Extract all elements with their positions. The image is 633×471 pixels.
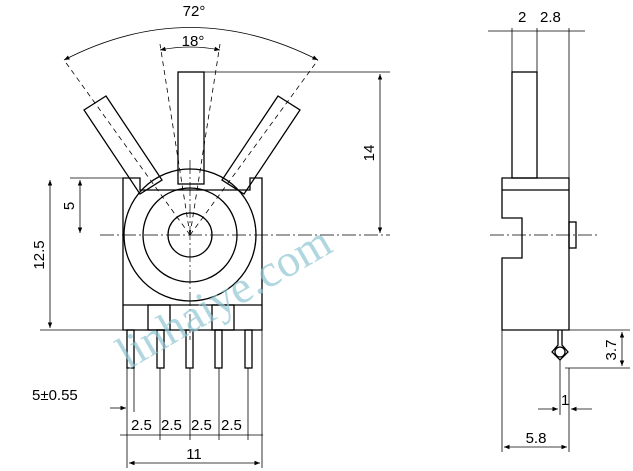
pitch-label-3: 2.5: [191, 417, 212, 434]
dim-5-055-label: 5±0.55: [32, 387, 78, 404]
side-body-outline: [501, 177, 570, 331]
angle-18-label: 18°: [182, 33, 205, 50]
shaft-center: [177, 71, 205, 185]
front-view: 14 5 12.5 5±0.55 2.5 2.5 2.5 2.5 11 72° …: [31, 3, 390, 468]
pitch-label-4: 2.5: [221, 417, 242, 434]
pin-4: [214, 329, 223, 369]
dim-2-8-label: 2.8: [540, 9, 561, 26]
pitch-label-2: 2.5: [161, 417, 182, 434]
dim-1-label: 1: [561, 392, 569, 409]
shaft-right: [221, 95, 301, 195]
dim-3-7-label: 3.7: [603, 340, 620, 361]
pitch-label-1: 2.5: [131, 417, 152, 434]
pin-1: [126, 329, 135, 369]
side-lead-hole: [554, 346, 566, 358]
dim-11-label: 11: [186, 446, 202, 463]
pins: [126, 329, 253, 369]
pin-5: [244, 329, 253, 369]
dim-5-label: 5: [61, 202, 78, 210]
side-view: 2 2.8 3.7 1 5.8: [488, 9, 630, 452]
angle-line-right: [189, 59, 319, 236]
lug-right: [211, 304, 235, 331]
angle-72-label: 72°: [183, 3, 206, 20]
angle-72-arc: [63, 27, 319, 61]
pin-2: [156, 329, 165, 369]
pin-3: [185, 329, 194, 369]
angle-18-arc: [159, 46, 221, 52]
dim-2-label: 2: [518, 9, 526, 26]
dim-5-8-label: 5.8: [526, 430, 547, 447]
watermark-text: linhaiye.com: [108, 215, 341, 379]
dim-14-label: 14: [361, 145, 378, 162]
side-lead: [551, 330, 569, 361]
shaft-left: [83, 95, 163, 195]
dim-12-5-label: 12.5: [31, 240, 48, 269]
side-shaft: [511, 71, 538, 179]
angle-line-left: [63, 59, 191, 236]
